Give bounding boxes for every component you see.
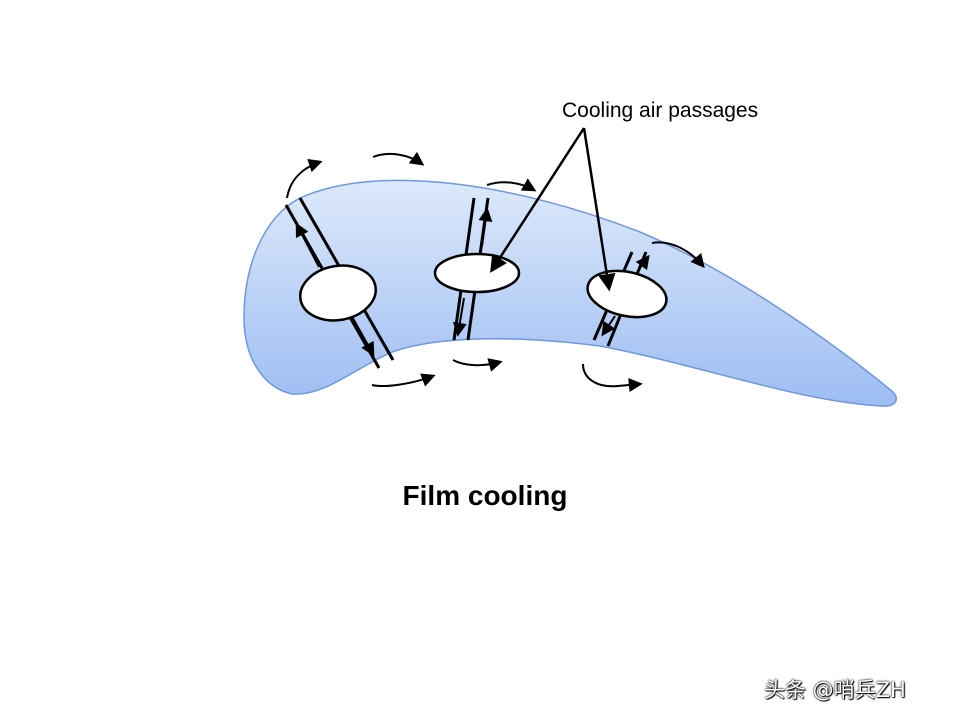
callout-label: Cooling air passages xyxy=(562,99,758,122)
film-flow-arrow-icon xyxy=(371,373,436,387)
diagram-caption: Film cooling xyxy=(403,480,568,511)
film-flow-arrow-icon xyxy=(372,151,425,166)
cooling-hole-1 xyxy=(299,264,377,322)
watermark: 头条 @哨兵ZH xyxy=(764,678,906,702)
film-flow-arrows xyxy=(286,151,705,392)
callout-pointers xyxy=(490,127,616,292)
flow-arrow-down-icon xyxy=(452,297,467,337)
flow-arrow-up-icon xyxy=(478,207,493,247)
flow-arrow-down-icon xyxy=(601,315,616,337)
film-flow-arrow-icon xyxy=(452,358,503,372)
callout-pointer-arrow-icon xyxy=(582,127,616,292)
callout-pointer-arrow-icon xyxy=(490,127,586,273)
cooling-hole-2 xyxy=(433,252,521,294)
film-flow-arrow-icon xyxy=(486,178,537,192)
flow-arrow-up-icon xyxy=(295,222,320,268)
turbine-blade-airfoil xyxy=(243,179,897,407)
flow-arrow-up-icon xyxy=(635,254,650,273)
film-flow-arrow-icon xyxy=(651,241,705,269)
film-flow-arrow-icon xyxy=(286,158,323,199)
film-flow-arrow-icon xyxy=(582,363,643,392)
